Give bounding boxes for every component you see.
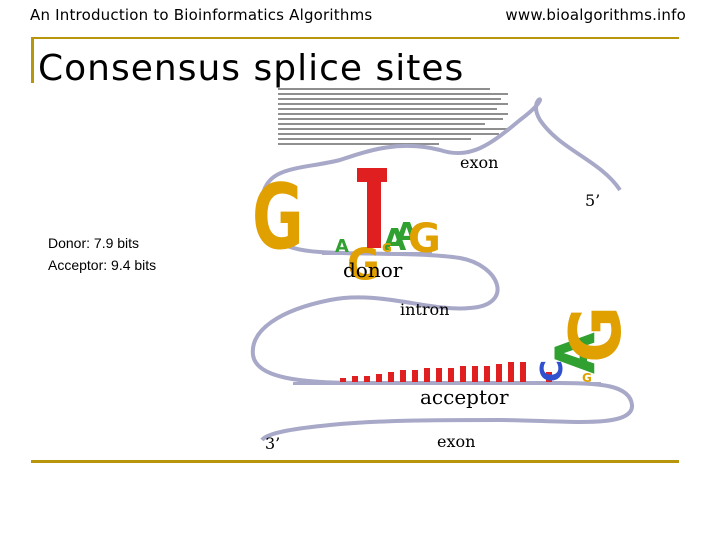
acceptor-logo-letter-C: C [535,360,570,382]
donor-logo-letter-G2: G [252,166,304,270]
svg-text:G: G [582,371,592,385]
header-course-title: An Introduction to Bioinformatics Algori… [30,6,373,24]
label-five-prime: 5’ [585,191,600,210]
donor-logo-letter-A: A [335,236,349,257]
label-acceptor: acceptor [420,385,509,409]
donor-sequence-logo: A G G A A G G [252,166,441,290]
figure-caption-blurred [278,88,508,148]
acceptor-logo-letter-G: G [555,306,637,363]
top-divider [31,37,679,39]
label-exon-top: exon [460,153,498,172]
donor-logo-letter-T [367,168,381,248]
donor-logo-letter-G3: G [408,216,441,262]
acceptor-logo-letter-A: A [544,332,607,374]
acceptor-logo-polypyrimidine-tract [340,362,552,382]
donor-logo-letter-A2: A [383,223,407,258]
bottom-divider [31,460,679,463]
header-website: www.bioalgorithms.info [505,6,686,24]
label-donor: donor [343,258,403,282]
donor-logo-letter-A3: A [395,217,419,252]
label-intron: intron [400,300,449,319]
donor-bits-text: Donor: 7.9 bits [48,235,140,251]
slide-title: Consensus splice sites [38,48,465,89]
label-three-prime: 3’ [265,434,280,453]
svg-text:G: G [382,241,392,255]
label-exon-bottom: exon [437,432,475,451]
title-accent-bar [31,37,34,83]
acceptor-bits-text: Acceptor: 9.4 bits [48,257,157,273]
gene-structure-curve [250,97,634,442]
acceptor-sequence-logo: C A G G [293,306,637,385]
